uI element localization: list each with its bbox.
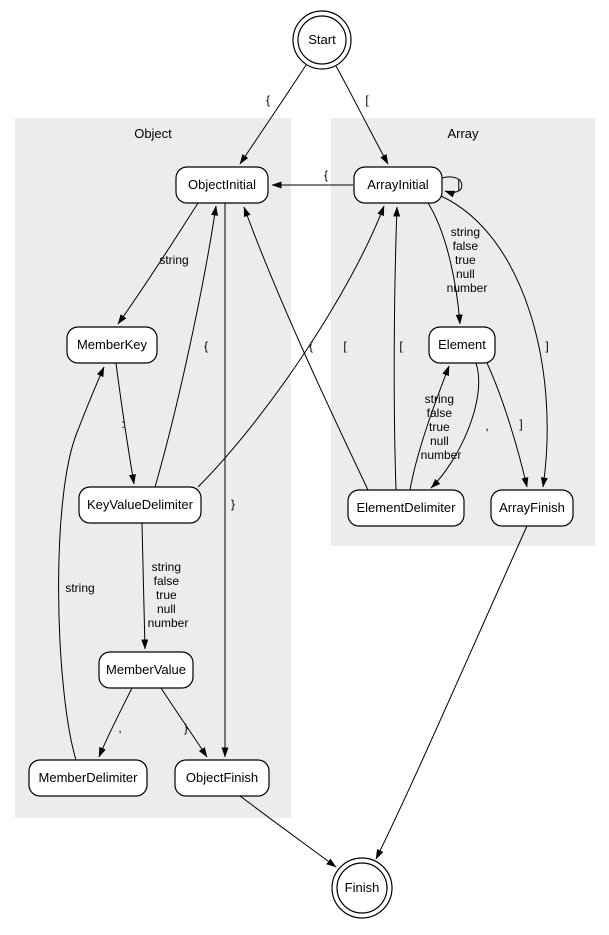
state-object-finish: ObjectFinish (174, 759, 270, 797)
edge-label-line: null (430, 434, 449, 448)
state-element-delimiter: ElementDelimiter (347, 489, 465, 527)
edge-label-array-initial-to-array-finish: ] (545, 339, 548, 353)
edge-member-value-to-object-finish (160, 687, 208, 758)
edge-array-initial-self-loop (441, 176, 463, 198)
edge-label-start-to-array-initial: [ (365, 93, 369, 107)
state-key-value-delimiter: KeyValueDelimiter (78, 486, 202, 524)
state-finish-inner-circle (336, 862, 388, 914)
edge-label-array-initial-to-object-initial: { (324, 168, 328, 182)
state-array-initial-shape (353, 166, 443, 204)
state-element-shape (428, 326, 496, 364)
state-finish: Finish (331, 857, 393, 919)
edge-label-object-initial-to-object-finish: } (231, 497, 235, 511)
edge-start-to-array-initial (335, 65, 389, 165)
edge-label-line: number (421, 448, 462, 462)
edge-label-key-value-delimiter-to-member-value: string false true null number (148, 560, 189, 630)
edge-label-line: string (451, 225, 480, 239)
edge-labels: { [ { [ string : string false true null … (65, 93, 548, 735)
state-member-value: MemberValue (98, 651, 194, 689)
edge-array-initial-to-array-finish (440, 195, 548, 488)
edge-label-line: false (453, 239, 479, 253)
cluster-array-label: Array (447, 126, 479, 141)
edge-object-initial-to-member-key (117, 202, 199, 325)
state-key-value-delimiter-shape (78, 486, 202, 524)
state-member-value-shape (98, 651, 194, 689)
edge-label-line: number (148, 616, 189, 630)
edge-label-line: null (456, 267, 475, 281)
edge-label-line: number (447, 281, 488, 295)
state-member-delimiter-label: MemberDelimiter (39, 770, 139, 785)
edge-label-line: string (425, 392, 454, 406)
edge-label-element-delimiter-to-array-initial: [ (399, 339, 403, 353)
edge-start-to-object-initial (239, 64, 307, 165)
state-object-initial: ObjectInitial (175, 166, 269, 204)
edge-member-key-to-key-value-delimiter (115, 362, 136, 485)
edge-label-element-delimiter-to-object-initial: { (309, 339, 313, 353)
state-object-initial-label: ObjectInitial (188, 177, 256, 192)
edge-label-member-delimiter-to-member-key: string (65, 581, 94, 595)
cluster-object: Object (15, 118, 291, 818)
state-object-finish-label: ObjectFinish (186, 770, 258, 785)
edge-label-object-initial-to-member-key: string (159, 253, 188, 267)
state-array-finish-shape (490, 489, 574, 527)
state-member-key-shape (66, 326, 158, 364)
edge-label-member-value-to-object-finish: } (184, 721, 188, 735)
edge-label-line: string (152, 560, 181, 574)
edge-label-element-delimiter-to-element: string false true null number (421, 392, 462, 462)
state-member-key-label: MemberKey (77, 337, 148, 352)
edge-label-line: false (427, 406, 453, 420)
edge-array-initial-to-element (427, 202, 463, 325)
state-member-delimiter: MemberDelimiter (28, 759, 148, 797)
state-array-finish-label: ArrayFinish (499, 500, 565, 515)
state-member-key: MemberKey (66, 326, 158, 364)
state-array-initial-label: ArrayInitial (367, 177, 429, 192)
edge-element-delimiter-to-element (409, 365, 450, 491)
state-key-value-delimiter-label: KeyValueDelimiter (87, 497, 194, 512)
cluster-object-background (15, 118, 291, 818)
edges (58, 64, 548, 868)
edge-element-delimiter-to-object-initial (243, 206, 369, 491)
edge-label-line: true (429, 420, 450, 434)
state-element-label: Element (438, 337, 486, 352)
state-array-finish: ArrayFinish (490, 489, 574, 527)
edge-label-line: false (154, 574, 180, 588)
state-start: Start (292, 10, 352, 70)
state-start-inner-circle (297, 15, 347, 65)
state-object-finish-shape (174, 759, 270, 797)
state-element-delimiter-shape (347, 489, 465, 527)
edge-label-line: true (455, 253, 476, 267)
edge-label-member-value-to-member-delimiter: , (118, 721, 121, 735)
edge-label-line: null (157, 602, 176, 616)
cluster-object-label: Object (134, 126, 172, 141)
edge-label-array-initial-self-loop: [ (457, 177, 461, 191)
edge-label-key-value-delimiter-to-object-initial: { (204, 339, 208, 353)
edge-label-member-key-to-key-value-delimiter: : (121, 417, 124, 431)
state-element: Element (428, 326, 496, 364)
state-element-delimiter-label: ElementDelimiter (357, 500, 457, 515)
edge-array-finish-to-finish (375, 525, 528, 860)
edge-member-value-to-member-delimiter (98, 687, 133, 758)
edge-label-start-to-object-initial: { (266, 93, 270, 107)
edge-element-to-element-delimiter (430, 362, 480, 489)
edge-key-value-delimiter-to-object-initial (154, 205, 219, 488)
edge-key-value-delimiter-to-member-value (141, 522, 149, 650)
state-finish-label: Finish (345, 880, 380, 895)
state-object-initial-shape (175, 166, 269, 204)
state-member-value-label: MemberValue (106, 662, 186, 677)
state-start-label: Start (308, 32, 336, 47)
nodes: Start ObjectInitial ArrayInitial MemberK… (28, 10, 574, 919)
edge-element-to-array-finish (486, 362, 529, 488)
edge-label-line: true (156, 588, 177, 602)
edge-element-delimiter-to-array-initial (393, 206, 401, 491)
state-member-delimiter-shape (28, 759, 148, 797)
edge-label-element-to-array-finish: ] (519, 417, 522, 431)
edge-object-finish-to-finish (239, 795, 337, 868)
edge-label-array-initial-to-element: string false true null number (447, 225, 488, 295)
state-array-initial: ArrayInitial (353, 166, 443, 204)
edge-label-element-to-element-delimiter: , (485, 419, 488, 433)
edge-member-delimiter-to-member-key (58, 366, 105, 761)
edge-label-key-value-delimiter-to-array-initial: [ (343, 339, 347, 353)
